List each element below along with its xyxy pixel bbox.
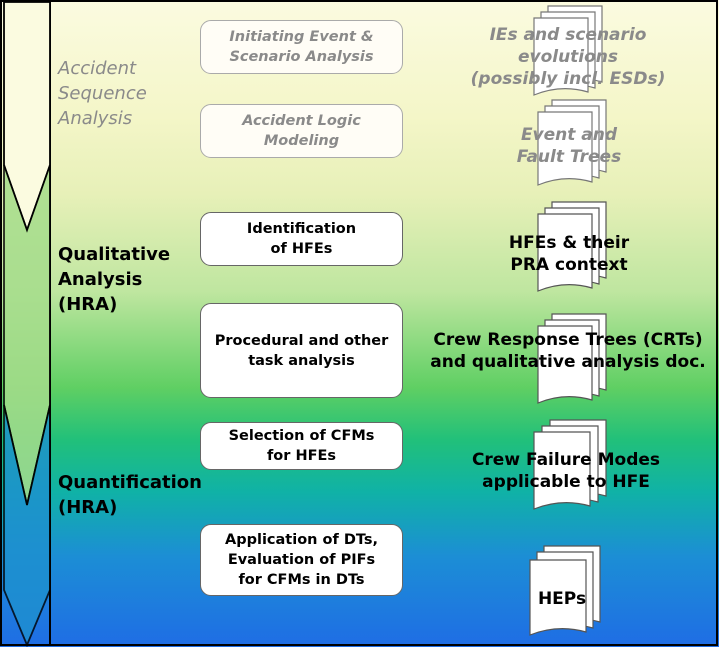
stage-label-line: Qualitative: [58, 244, 171, 265]
arrow-chevron-3: [3, 404, 51, 647]
stage-qualitative: Qualitative Analysis (HRA): [58, 242, 170, 317]
output-label-line: HFEs & their: [508, 233, 630, 253]
step-label-line: Accident Logic: [242, 113, 361, 129]
stage-label-line: (HRA): [58, 294, 118, 315]
step-label-line: for HFEs: [266, 448, 337, 464]
step-application-dts: Application of DTs, Evaluation of PIFs for…: [200, 524, 403, 596]
stage-label-line: Accident: [58, 58, 137, 79]
output-hfes-context: HFEs & their PRA context: [494, 232, 644, 276]
output-crts: Crew Response Trees (CRTs) and qualitati…: [424, 329, 712, 373]
step-label-line: task analysis: [248, 352, 355, 369]
output-label-line: Fault Trees: [516, 147, 622, 167]
document-stack-icon: [537, 313, 607, 404]
output-label-line: PRA context: [510, 255, 628, 275]
step-identification-hfes: Identification of HFEs: [200, 212, 403, 266]
stage-label-line: Sequence: [58, 83, 147, 104]
stage-label-line: Analysis: [58, 108, 133, 129]
stage-label-line: Quantification: [58, 472, 202, 493]
step-selection-cfms: Selection of CFMs for HFEs: [200, 422, 403, 470]
output-label-line: evolutions: [517, 47, 619, 67]
document-stack-icon: [533, 419, 607, 510]
step-label-line: of HFEs: [270, 241, 333, 257]
step-initiating-event: Initiating Event & Scenario Analysis: [200, 20, 403, 74]
document-stack-icon: [533, 5, 603, 96]
step-label-line: Identification: [246, 221, 357, 237]
step-label-line: Initiating Event &: [229, 29, 374, 45]
step-label-line: Evaluation of PIFs: [227, 552, 376, 568]
step-label-line: Procedural and other: [214, 332, 389, 349]
output-label-line: Event and: [520, 125, 618, 145]
output-label-line: HEPs: [537, 589, 587, 609]
output-label-line: IEs and scenario: [489, 25, 647, 45]
document-stack-icon: [537, 201, 607, 292]
step-label-line: Modeling: [263, 133, 340, 149]
output-label-line: and qualitative analysis doc.: [430, 352, 706, 372]
step-procedural: Procedural and other task analysis: [200, 303, 403, 398]
stage-quantification: Quantification (HRA): [58, 470, 202, 520]
step-label-line: Application of DTs,: [225, 532, 378, 548]
output-event-fault-trees: Event and Fault Trees: [494, 124, 644, 168]
output-ies: IEs and scenario evolutions (possibly in…: [468, 24, 668, 90]
output-cfm: Crew Failure Modes applicable to HFE: [466, 449, 666, 493]
document-stack-icon: [529, 545, 601, 636]
stage-accident-sequence: Accident Sequence Analysis: [58, 56, 147, 131]
stage-label-line: (HRA): [58, 497, 118, 518]
step-label-line: for CFMs in DTs: [238, 572, 365, 588]
output-label-line: Crew Response Trees (CRTs): [433, 330, 703, 350]
step-label-line: Scenario Analysis: [229, 49, 374, 65]
output-label-line: Crew Failure Modes: [471, 450, 661, 470]
document-stack-icon: [537, 99, 607, 186]
step-label-line: Selection of CFMs: [228, 428, 375, 444]
output-label-line: (possibly incl. ESDs): [470, 69, 666, 89]
output-label-line: applicable to HFE: [482, 472, 650, 492]
stage-label-line: Analysis: [58, 269, 143, 290]
output-heps: HEPs: [522, 588, 602, 610]
